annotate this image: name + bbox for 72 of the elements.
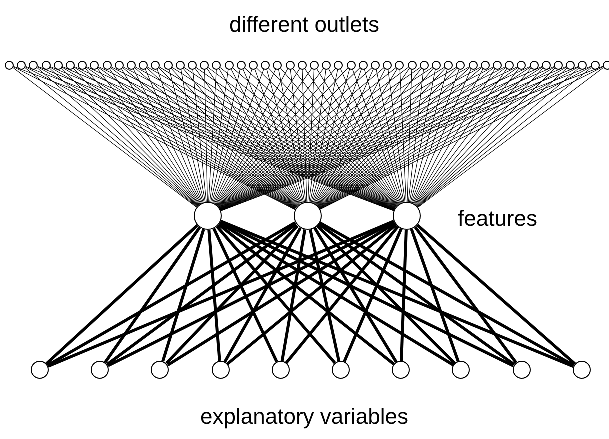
- connection-line: [210, 69, 241, 203]
- connection-line: [376, 69, 404, 203]
- connection-line: [219, 222, 454, 367]
- connection-line: [407, 69, 412, 202]
- connection-line: [280, 230, 307, 362]
- connection-line: [411, 68, 460, 204]
- connection-line: [328, 68, 401, 204]
- connection-line: [409, 69, 436, 203]
- connection-line: [408, 69, 424, 202]
- connection-line: [180, 69, 206, 203]
- connection-line: [192, 69, 207, 202]
- connection-line: [230, 68, 302, 204]
- connection-line: [400, 230, 408, 362]
- connection-line: [410, 228, 460, 362]
- connection-line: [400, 69, 407, 202]
- connection-line: [352, 68, 402, 204]
- connection-line: [104, 226, 202, 364]
- connection-line: [242, 68, 302, 204]
- connection-line: [212, 69, 252, 203]
- connection-line: [106, 223, 298, 366]
- connection-line: [314, 68, 386, 204]
- connection-line: [208, 230, 222, 362]
- connection-line: [312, 68, 362, 204]
- connection-line: [290, 69, 306, 202]
- connection-line: [254, 68, 304, 204]
- connection-line: [168, 69, 205, 203]
- connection-line: [310, 69, 338, 203]
- connection-line: [212, 68, 264, 204]
- connection-line: [210, 69, 229, 202]
- connection-line: [410, 69, 448, 203]
- connection-line: [208, 69, 217, 202]
- connection-line: [308, 69, 315, 202]
- connection-line: [316, 224, 456, 365]
- layer-label: explanatory variables: [200, 403, 410, 431]
- connection-line: [108, 220, 396, 368]
- connection-line: [47, 222, 296, 367]
- connection-line: [157, 68, 204, 204]
- connection-line: [220, 220, 574, 368]
- connection-line: [318, 222, 575, 367]
- connection-line: [166, 225, 299, 365]
- connection-line: [309, 229, 341, 362]
- connection-line: [214, 68, 288, 204]
- connection-line: [48, 220, 395, 368]
- connection-line: [343, 228, 403, 362]
- connection-line: [302, 69, 308, 202]
- connection-line: [145, 68, 203, 204]
- layer-label: different outlets: [228, 11, 381, 39]
- connection-line: [340, 68, 402, 204]
- connection-line: [388, 69, 406, 202]
- connection-line: [46, 224, 199, 366]
- connection-line: [133, 68, 202, 204]
- connection-line: [224, 227, 302, 363]
- connection-line: [216, 226, 336, 364]
- connection-line: [162, 228, 206, 362]
- connection-line: [416, 224, 576, 366]
- connection-line: [311, 69, 350, 203]
- connection-line: [318, 222, 516, 366]
- layer-label: features: [458, 205, 538, 233]
- connection-line: [167, 222, 396, 366]
- connection-line: [204, 69, 208, 202]
- connection-line: [308, 69, 326, 202]
- connection-line: [412, 68, 472, 204]
- connection-line: [212, 228, 278, 362]
- connection-line: [266, 69, 304, 203]
- connection-line: [285, 226, 400, 364]
- connection-line: [214, 68, 276, 204]
- connection-line: [220, 220, 514, 368]
- connection-line: [278, 69, 306, 203]
- connection-line: [364, 69, 404, 203]
- connection-line: [414, 226, 518, 364]
- connection-line: [312, 68, 374, 204]
- connection-line: [314, 227, 398, 364]
